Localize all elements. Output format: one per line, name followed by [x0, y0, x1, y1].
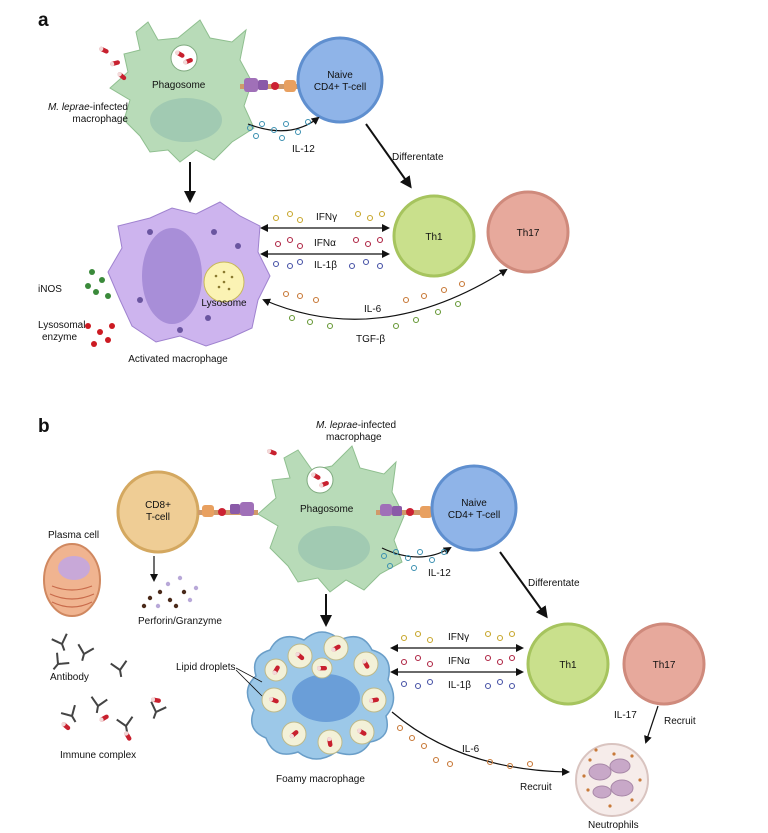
differentiate-arrow-b: [499, 551, 548, 619]
lysosomal-enzyme-dots: [85, 323, 115, 347]
phagosome-label-a: Phagosome: [152, 80, 206, 91]
plasma-cell-label: Plasma cell: [48, 530, 99, 541]
mhc-tcr-a: [240, 78, 298, 92]
differentiate-label-a: Differentate: [392, 152, 444, 163]
inos-dots: [85, 269, 111, 299]
ifna-label-b: IFNα: [448, 656, 470, 667]
naive-tcell-b: [430, 464, 518, 552]
th17-cell-a: [486, 190, 570, 274]
th17-label-b: Th17: [653, 660, 676, 671]
differentiate-arrow-a: [365, 123, 412, 189]
phagosome-label-b: Phagosome: [300, 504, 354, 515]
infected-macrophage-label-a: M. leprae-infected: [48, 102, 128, 113]
panel-b: b M. leprae-infected macrophage Phagosom…: [38, 416, 706, 831]
th17-label-a: Th17: [517, 228, 540, 239]
infected-macrophage-label-b2: macrophage: [326, 432, 382, 443]
il6-recruit-arrow: [391, 711, 570, 776]
differentiate-label-b: Differentate: [528, 578, 580, 589]
infected-macrophage-b: [257, 445, 405, 593]
th1-label-b: Th1: [559, 660, 577, 671]
naive-label-b2: CD4+ T-cell: [448, 510, 500, 521]
panel-a-letter: a: [38, 10, 49, 31]
infected-macrophage-label-a2: macrophage: [72, 114, 128, 125]
ifng-label-b: IFNγ: [448, 632, 469, 643]
il12-label-b: IL-12: [428, 568, 451, 579]
th17-cell-b: [622, 622, 706, 706]
neutrophil: [575, 743, 649, 817]
inos-label: iNOS: [38, 284, 62, 295]
antibody-label: Antibody: [50, 672, 89, 683]
infected-macrophage-label-b: M. leprae-infected: [316, 420, 396, 431]
neutrophils-label: Neutrophils: [588, 820, 639, 831]
nucleus-a: [150, 98, 222, 142]
il6-tgfb-arrow-a: [262, 268, 508, 320]
panel-a: a Phagosome M. leprae-infected macrophag…: [38, 10, 570, 365]
lipid-droplets-label: Lipid droplets: [176, 662, 235, 673]
phagosome-a: [170, 44, 198, 72]
activated-macrophage-label: Activated macrophage: [128, 354, 228, 365]
il17-label: IL-17: [614, 710, 637, 721]
il6-label-b: IL-6: [462, 744, 480, 755]
nucleus-b: [298, 526, 370, 570]
plasma-cell: [43, 543, 101, 617]
mhc-tcr-b-right: [376, 504, 434, 518]
immune-complex-label: Immune complex: [60, 750, 136, 761]
th1-cell-b: [526, 622, 610, 706]
foamy-macrophage-label: Foamy macrophage: [276, 774, 365, 785]
naive-label-a2: CD4+ T-cell: [314, 82, 366, 93]
naive-tcell-a: [296, 36, 384, 124]
phagosome-b: [306, 466, 334, 494]
recruit-label-1: Recruit: [520, 782, 552, 793]
il6-label-a: IL-6: [364, 304, 382, 315]
il1b-label-a: IL-1β: [314, 260, 337, 271]
cd8-label2: T-cell: [146, 512, 170, 523]
lysosomal-enzyme-label1: Lysosomal: [38, 320, 85, 331]
il1b-label-b: IL-1β: [448, 680, 471, 691]
th1-label-a: Th1: [425, 232, 443, 243]
lysosome-label: Lysosome: [201, 298, 247, 309]
recruit-label-2: Recruit: [664, 716, 696, 727]
cd8-label1: CD8+: [145, 500, 171, 511]
panel-b-letter: b: [38, 416, 50, 437]
naive-label-b1: Naive: [461, 498, 487, 509]
il12-arrow-b: [381, 546, 452, 558]
activated-nucleus: [142, 228, 202, 324]
perforin-label: Perforin/Granzyme: [138, 616, 222, 627]
mhc-tcr-b-left: [198, 502, 258, 517]
ifna-label-a: IFNα: [314, 238, 336, 249]
il12-label-a: IL-12: [292, 144, 315, 155]
ifng-label-a: IFNγ: [316, 212, 337, 223]
naive-label-a1: Naive: [327, 70, 353, 81]
lysosomal-enzyme-label2: enzyme: [42, 332, 77, 343]
perforin-dots: [141, 575, 199, 609]
il12-arrow-a: [247, 116, 320, 132]
tgfb-label-a: TGF-β: [356, 334, 385, 345]
